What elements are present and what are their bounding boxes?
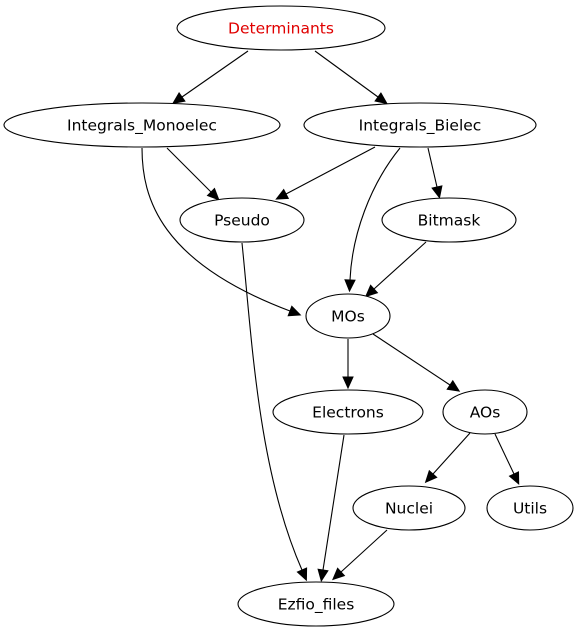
edges-layer <box>141 50 520 583</box>
edge-line <box>241 242 303 571</box>
arrowhead-icon <box>172 91 186 104</box>
edge-line <box>314 50 379 98</box>
node-label: Integrals_Bielec <box>359 117 482 136</box>
edge-integrals-bielec-to-pseudo <box>275 146 376 200</box>
arrowhead-icon <box>206 187 220 201</box>
node-label: Pseudo <box>214 212 270 230</box>
edge-bitmask-to-mos <box>364 241 427 298</box>
edge-line <box>349 147 401 281</box>
arrowhead-icon <box>287 305 302 317</box>
edge-line <box>285 146 376 195</box>
node-ellipse <box>352 485 466 531</box>
edge-determinants-to-integrals-monoelec <box>172 50 249 104</box>
node-electrons: Electrons <box>272 389 424 435</box>
node-ellipse <box>176 5 386 51</box>
node-label: Determinants <box>228 20 334 38</box>
node-utils: Utils <box>486 485 574 531</box>
edge-nuclei-to-ezfio-files <box>332 529 388 581</box>
node-ellipse <box>305 293 391 339</box>
node-label: Utils <box>513 500 547 518</box>
node-integrals-bielec: Integrals_Bielec <box>303 102 537 148</box>
edge-pseudo-to-ezfio-files <box>241 242 308 582</box>
arrowhead-icon <box>342 376 354 390</box>
node-mos: MOs <box>305 293 391 339</box>
arrowhead-icon <box>344 279 356 293</box>
arrowhead-icon <box>424 469 438 484</box>
edge-determinants-to-integrals-bielec <box>314 50 388 105</box>
arrowhead-icon <box>431 185 443 199</box>
node-ellipse <box>272 389 424 435</box>
edge-line <box>432 432 471 475</box>
edge-line <box>166 147 212 193</box>
edge-line <box>494 433 515 475</box>
arrowhead-icon <box>446 379 461 392</box>
node-label: Ezfio_files <box>278 596 355 615</box>
edge-line <box>340 529 388 573</box>
node-aos: AOs <box>442 389 528 435</box>
node-label: Nuclei <box>385 500 433 518</box>
node-label: Integrals_Monoelec <box>67 117 217 136</box>
edge-line <box>427 147 438 188</box>
node-label: MOs <box>331 308 365 326</box>
edge-line <box>322 434 345 571</box>
node-ezfio-files: Ezfio_files <box>237 581 395 627</box>
edge-line <box>373 241 427 290</box>
node-label: Bitmask <box>418 212 481 230</box>
node-ellipse <box>381 197 517 243</box>
edge-electrons-to-ezfio-files <box>317 434 345 583</box>
node-label: AOs <box>470 404 501 422</box>
arrowhead-icon <box>317 568 329 583</box>
arrowhead-icon <box>508 471 520 485</box>
edge-integrals-bielec-to-mos <box>344 147 401 293</box>
node-bitmask: Bitmask <box>381 197 517 243</box>
node-ellipse <box>486 485 574 531</box>
node-pseudo: Pseudo <box>179 197 305 243</box>
node-integrals-monoelec: Integrals_Monoelec <box>3 102 281 148</box>
node-determinants: Determinants <box>176 5 386 51</box>
edge-integrals-bielec-to-bitmask <box>427 147 443 199</box>
node-ellipse <box>179 197 305 243</box>
node-ellipse <box>303 102 537 148</box>
edge-integrals-monoelec-to-pseudo <box>166 147 220 201</box>
arrowhead-icon <box>364 284 379 298</box>
edge-aos-to-nuclei <box>424 432 471 484</box>
edge-line <box>372 333 451 386</box>
arrowhead-icon <box>374 92 388 105</box>
edge-mos-to-electrons <box>342 339 354 390</box>
node-nuclei: Nuclei <box>352 485 466 531</box>
node-ellipse <box>237 581 395 627</box>
edge-mos-to-aos <box>372 333 461 392</box>
edge-line <box>181 50 249 98</box>
arrowhead-icon <box>332 567 346 581</box>
arrowhead-icon <box>275 188 290 200</box>
node-ellipse <box>3 102 281 148</box>
node-label: Electrons <box>312 404 384 422</box>
node-ellipse <box>442 389 528 435</box>
arrowhead-icon <box>296 567 308 582</box>
edge-aos-to-utils <box>494 433 520 485</box>
